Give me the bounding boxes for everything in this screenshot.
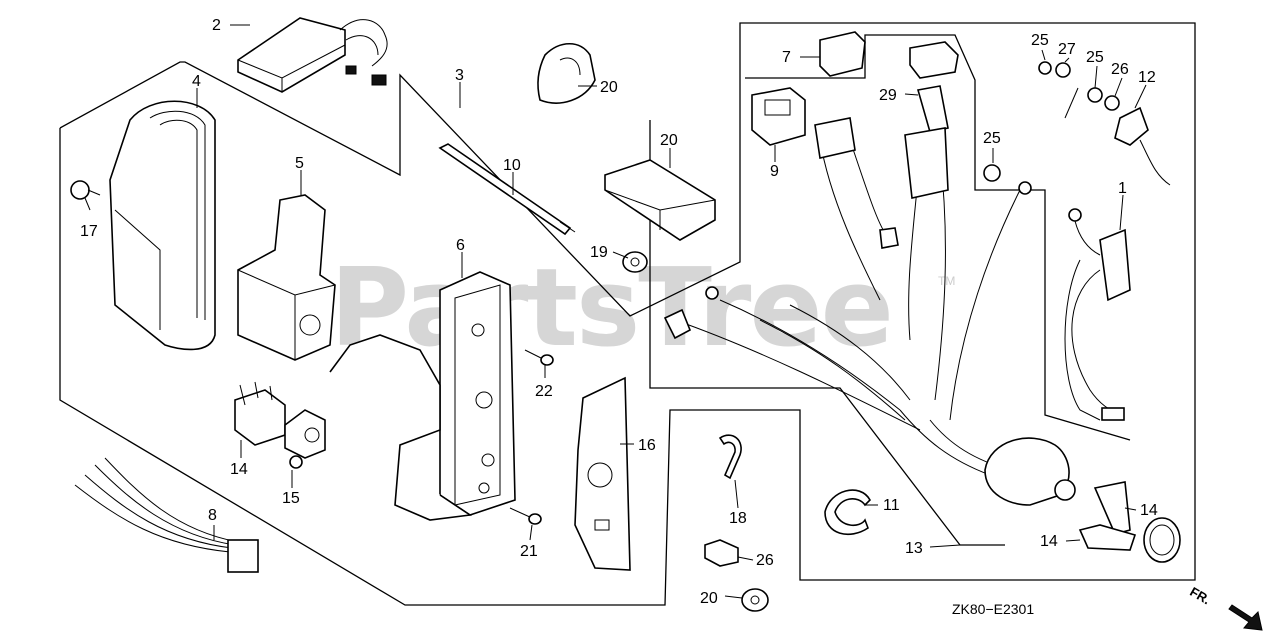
label-11: 11 bbox=[883, 497, 900, 514]
label-23: 21 bbox=[520, 543, 538, 560]
label-10: 10 bbox=[503, 157, 521, 174]
label-22: 20 bbox=[660, 132, 678, 149]
label-5: 5 bbox=[295, 155, 304, 172]
part-23-screw bbox=[509, 507, 542, 525]
part-5-bracket bbox=[237, 194, 336, 361]
part-13-switch bbox=[984, 437, 1076, 506]
label-21: 20 bbox=[600, 79, 618, 96]
part-24-screw bbox=[524, 349, 554, 366]
label-17: 16 bbox=[638, 437, 656, 454]
label-3: 3 bbox=[455, 67, 464, 84]
drawing-code: ZK80−E2301 bbox=[952, 601, 1034, 617]
label-29: 29 bbox=[879, 87, 897, 104]
label-19: 18 bbox=[729, 510, 747, 527]
part-1-sensor bbox=[1064, 208, 1131, 421]
label-25-b: 25 bbox=[1086, 49, 1104, 66]
label-28: 26 bbox=[756, 552, 774, 569]
label-4: 4 bbox=[192, 73, 201, 90]
label-14-b: 14 bbox=[1040, 533, 1058, 550]
direction-arrow bbox=[1228, 604, 1263, 631]
part-25-26-27-nuts bbox=[983, 61, 1120, 182]
label-6: 6 bbox=[456, 237, 465, 254]
direction-label: FR. bbox=[1187, 584, 1213, 607]
part-8-harness bbox=[74, 457, 259, 573]
label-27: 27 bbox=[1058, 41, 1076, 58]
label-25-a: 25 bbox=[1031, 32, 1049, 49]
part-6-panel bbox=[329, 271, 516, 521]
label-25-c: 25 bbox=[983, 130, 1001, 147]
part-18-screw bbox=[70, 180, 101, 200]
part-29-fuse-cover bbox=[909, 41, 959, 133]
watermark-tm: TM bbox=[938, 274, 955, 288]
part-28-bolt bbox=[704, 539, 739, 567]
label-20-upper: 19 bbox=[590, 244, 608, 261]
callout-labels: 2 3 4 5 17 10 20 20 19 6 22 21 16 14 15 … bbox=[80, 17, 1213, 617]
label-12: 12 bbox=[1138, 69, 1156, 86]
part-4-cover bbox=[109, 100, 216, 351]
part-20-clamp-lower bbox=[741, 588, 769, 612]
part-2-module bbox=[237, 17, 388, 93]
part-16-knob bbox=[284, 409, 326, 469]
label-14-a: 14 bbox=[1140, 502, 1158, 519]
part-19-clip bbox=[718, 434, 742, 480]
label-15: 14 bbox=[230, 461, 248, 478]
label-20-lower: 20 bbox=[700, 590, 718, 607]
label-13: 13 bbox=[905, 540, 923, 557]
leader-lines bbox=[84, 24, 1147, 599]
part-17-gasket bbox=[574, 376, 631, 571]
part-7-relay bbox=[819, 31, 866, 77]
label-26: 26 bbox=[1111, 61, 1129, 78]
label-18: 17 bbox=[80, 223, 98, 240]
part-15-switch bbox=[234, 381, 286, 446]
part-12-sensor bbox=[1114, 106, 1171, 186]
label-1: 1 bbox=[1118, 180, 1127, 197]
watermark: PartsTree bbox=[330, 246, 892, 371]
part-20-clamp-upper bbox=[622, 251, 648, 273]
label-16: 15 bbox=[282, 490, 300, 507]
label-8: 8 bbox=[208, 507, 217, 524]
part-10-rod bbox=[438, 143, 576, 236]
part-22-box bbox=[604, 159, 716, 241]
label-24: 22 bbox=[535, 383, 553, 400]
part-9-holder bbox=[751, 87, 806, 146]
label-7: 7 bbox=[782, 49, 791, 66]
label-2: 2 bbox=[212, 17, 221, 34]
part-1-harness bbox=[663, 117, 1032, 476]
part-11-band bbox=[824, 489, 871, 536]
label-9: 9 bbox=[770, 163, 779, 180]
part-14-keys bbox=[1078, 481, 1181, 563]
part-21-clip bbox=[537, 42, 596, 104]
